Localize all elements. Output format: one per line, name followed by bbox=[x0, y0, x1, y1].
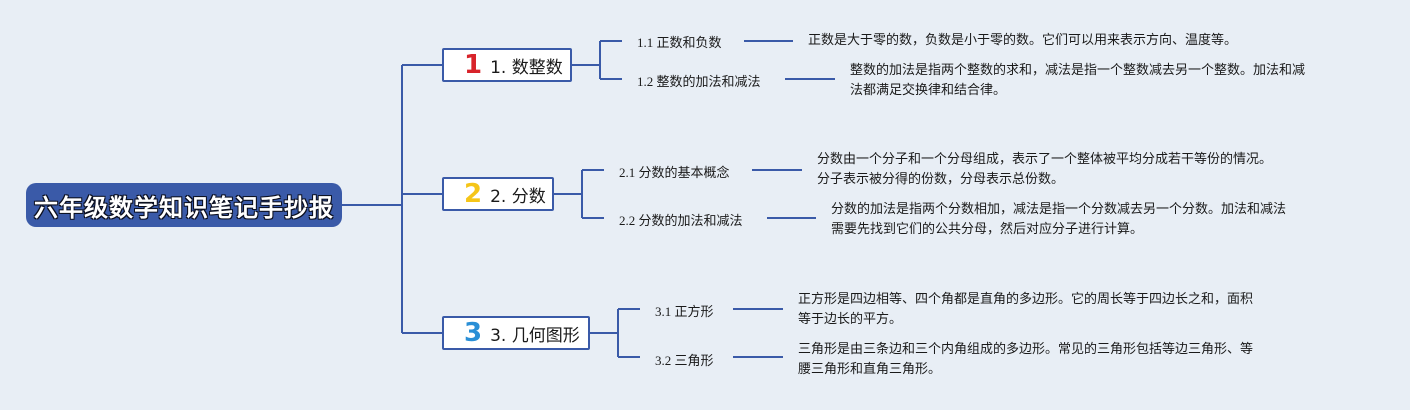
sub-3-2-label: 3.2 三角形 bbox=[655, 353, 714, 368]
sub-1-1-label: 1.1 正数和负数 bbox=[637, 35, 722, 50]
desc-line: 法都满足交换律和结合律。 bbox=[850, 83, 1007, 98]
sub-3-1-label: 3.1 正方形 bbox=[655, 304, 714, 319]
desc-line: 分数由一个分子和一个分母组成，表示了一个整体被平均分成若干等份的情况。 bbox=[817, 152, 1273, 167]
sub-2-2-desc: 分数的加法是指两个分数相加，减法是指一个分数减去另一个分数。加法和减法 需要先找… bbox=[831, 200, 1286, 240]
branch-3-label: 3. 几何图形 bbox=[490, 325, 580, 346]
root-title: 六年级数学知识笔记手抄报 bbox=[26, 183, 342, 227]
desc-line: 分子表示被分得的份数，分母表示总份数。 bbox=[817, 172, 1065, 187]
branch-3-node: 3 3. 几何图形 bbox=[442, 316, 590, 350]
sub-2-1-desc: 分数由一个分子和一个分母组成，表示了一个整体被平均分成若干等份的情况。 分子表示… bbox=[817, 150, 1272, 190]
branch-2-node: 2 2. 分数 bbox=[442, 177, 554, 211]
desc-line: 整数的加法是指两个整数的求和，减法是指一个整数减去另一个整数。加法和减 bbox=[850, 63, 1306, 78]
desc-line: 需要先找到它们的公共分母，然后对应分子进行计算。 bbox=[831, 222, 1144, 237]
sub-1-1-desc: 正数是大于零的数，负数是小于零的数。它们可以用来表示方向、温度等。 bbox=[808, 31, 1237, 51]
sub-1-2-label: 1.2 整数的加法和减法 bbox=[637, 74, 761, 89]
sub-2-1-label: 2.1 分数的基本概念 bbox=[619, 165, 730, 180]
branch-2-label: 2. 分数 bbox=[490, 186, 546, 207]
branch-1-node: 1 1. 数整数 bbox=[442, 48, 572, 82]
sub-1-2-desc: 整数的加法是指两个整数的求和，减法是指一个整数减去另一个整数。加法和减 法都满足… bbox=[850, 61, 1305, 101]
desc-line: 三角形是由三条边和三个内角组成的多边形。常见的三角形包括等边三角形、等 bbox=[798, 342, 1254, 357]
sub-2-2-label: 2.2 分数的加法和减法 bbox=[619, 213, 743, 228]
branch-3-connector bbox=[590, 308, 640, 358]
sub-3-2-desc: 三角形是由三条边和三个内角组成的多边形。常见的三角形包括等边三角形、等 腰三角形… bbox=[798, 340, 1253, 380]
desc-line: 正方形是四边相等、四个角都是直角的多边形。它的周长等于四边长之和，面积 bbox=[798, 292, 1254, 307]
branch-1-connector bbox=[572, 40, 622, 80]
branch-2-connector bbox=[554, 169, 604, 219]
number-1-icon: 1 bbox=[464, 50, 483, 80]
root-connector bbox=[342, 64, 442, 334]
desc-line: 正数是大于零的数，负数是小于零的数。它们可以用来表示方向、温度等。 bbox=[808, 33, 1238, 48]
number-2-icon: 2 bbox=[464, 179, 483, 209]
desc-line: 腰三角形和直角三角形。 bbox=[798, 362, 942, 377]
desc-line: 等于边长的平方。 bbox=[798, 312, 903, 327]
number-3-icon: 3 bbox=[464, 318, 483, 348]
branch-1-label: 1. 数整数 bbox=[490, 57, 563, 78]
sub-3-1-desc: 正方形是四边相等、四个角都是直角的多边形。它的周长等于四边长之和，面积 等于边长… bbox=[798, 290, 1253, 330]
desc-line: 分数的加法是指两个分数相加，减法是指一个分数减去另一个分数。加法和减法 bbox=[831, 202, 1287, 217]
